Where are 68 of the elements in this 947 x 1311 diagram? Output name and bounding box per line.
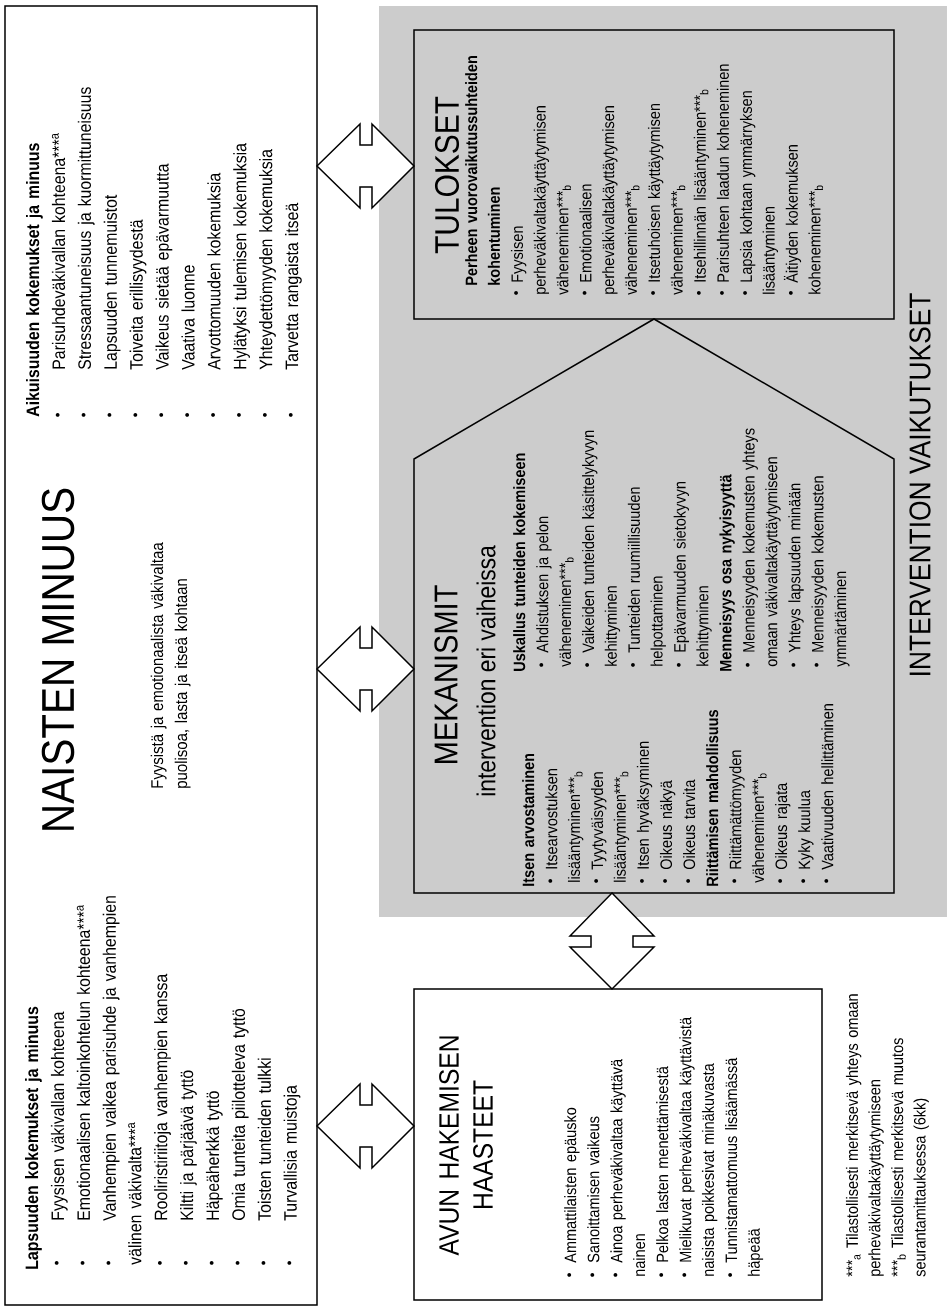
list-item: Oikeus näkyä bbox=[659, 780, 676, 883]
list-item: Ainoa perheväkivaltaa käyttävä nainen bbox=[610, 1058, 646, 1277]
box-title: NAISTEN MINUUS bbox=[41, 488, 75, 830]
list-item: Riittämättömyyden väheneminen***$_{b}$ bbox=[729, 750, 767, 883]
box-title: AVUN HAKEMISEN HAASTEET bbox=[439, 1036, 493, 1256]
list-item: Oikeus rajata bbox=[775, 782, 791, 883]
list-item: Itsetuhoisen käyttäytymisen väheneminen***$_{b}$ bbox=[647, 103, 686, 295]
list-item: Äitiyden kokemuksen koheneminen***$_{b}$ bbox=[783, 145, 824, 295]
list-heading: Uskallus tunteiden kokemiseen bbox=[513, 453, 526, 671]
result-box bbox=[413, 29, 895, 320]
list-item: Ahdistuksen ja pelon väheneminen***$_{b}$ bbox=[536, 516, 574, 667]
list-item: Vaikeus sietää epävarmuutta bbox=[155, 163, 173, 417]
list-item: Toisten tunteiden tulkki bbox=[257, 1058, 271, 1265]
list-item: Menneisyyden kokemusten ymmärtäminen bbox=[811, 476, 850, 667]
list-item: Emotionaalisen kaltoinkohtelun kohteena***$^{a}$ bbox=[76, 905, 90, 1265]
list-item: Kiltti ja pärjäävä tyttö bbox=[180, 1070, 197, 1265]
list-heading: Lapsuuden kokemukset ja minuus bbox=[25, 1006, 42, 1269]
list-item: Turvallisia muistoja bbox=[283, 1085, 301, 1265]
list-item: Omia tunteita piilotteleva tyttö bbox=[231, 1008, 249, 1265]
list-item: Häpeäherkkä tyttö bbox=[205, 1091, 223, 1265]
list-item: Tunnistamattomuus lisäämässä häpeää bbox=[725, 1057, 764, 1277]
footnote: ***$_{a}$ Tilastollisesti merkitsevä yhteys omaan perheväkivaltakäyttäytymiseen bbox=[845, 994, 884, 1277]
list-item: Mielikuvat perheväkivaltaa käyttävistä naisista poikkesivat minäkuvasta bbox=[679, 1017, 718, 1277]
box-subtitle: intervention eri vaiheissa bbox=[476, 545, 496, 796]
background-band bbox=[379, 6, 947, 917]
list-heading: Riittämisen mahdollisuus bbox=[706, 710, 719, 886]
list-item: Fyysisen väkivallan kohteena bbox=[50, 1011, 68, 1265]
list-item: Itsehillinnän lisääntyminen***$_{b}$ bbox=[693, 89, 710, 295]
list-item: Epävarmuuden sietokyvyn kehittyminen bbox=[673, 482, 712, 667]
list-heading: Menneisyys osa nykyisyyttä bbox=[719, 474, 735, 671]
list-heading: Aikuisuuden kokemukset ja minuus bbox=[26, 143, 43, 417]
challenge-box bbox=[413, 988, 823, 1301]
list-heading: Itsen arvostaminen bbox=[522, 753, 535, 886]
list-item: Hylätyksi tulemisen kokemuksia bbox=[233, 143, 250, 417]
body-text: Fyysistä ja emotionaalista väkivaltaa puolisoa, lasta ja itseä kohtaan bbox=[150, 542, 191, 788]
list-item: Parisuhdeväkivallan kohteena***$^{a}$ bbox=[51, 133, 66, 417]
footnote: ***$_{b}$ Tilastollisesti merkitsevä muutos seurantamittauksessa (6kk) bbox=[891, 1038, 929, 1277]
list-item: Fyysisen perheväkivaltakäyttäytymisen väheneminen***$_{b}$ bbox=[510, 106, 571, 295]
list-item: Tyytyväisyyden lisääntyminen***$_{b}$ bbox=[591, 771, 630, 883]
list-item: Lapsuuden tunnemuistot bbox=[103, 194, 121, 417]
list-item: Vaativuuden hellittäminen bbox=[821, 704, 834, 883]
pentagon-box bbox=[413, 318, 895, 894]
box-title: TULOKSET bbox=[434, 96, 460, 254]
box-title: MEKANISMIT bbox=[434, 585, 458, 763]
list-item: Yhteys lapsuuden minään bbox=[788, 483, 804, 667]
list-item: Rooliristiriitoja vanhempien kanssa bbox=[154, 973, 171, 1265]
list-item: Tunteiden ruumiillisuuden helpottaminen bbox=[627, 487, 666, 667]
list-item: Toiveita erillisyydestä bbox=[129, 219, 147, 417]
list-heading: Perheen vuorovaikutussuhteiden kohentuminen bbox=[465, 56, 500, 285]
list-item: Stressaantuneisuus ja kuormittuneisuus bbox=[77, 87, 95, 417]
list-item: Tarvetta rangaista itseä bbox=[285, 202, 302, 417]
list-item: Parisuhteen laadun koheneminen bbox=[716, 64, 729, 295]
list-item: Itsen hyväksyminen bbox=[636, 741, 653, 883]
list-item: Sanoittamisen vaikeus bbox=[587, 1116, 600, 1277]
list-item: Emotionaalisen perheväkivaltakäyttäytymisen väheneminen***$_{b}$ bbox=[579, 106, 640, 295]
list-item: Pelkoa lasten menettämisestä bbox=[656, 1066, 669, 1277]
list-item: Arvottomuuden kokemuksia bbox=[207, 172, 221, 417]
panel-box bbox=[4, 5, 318, 1306]
band-title: INTERVENTION VAIKUTUKSET bbox=[909, 293, 931, 675]
list-item: Menneisyyden kokemusten yhteys omaan väkivaltakäyttäytymiseen bbox=[742, 428, 781, 667]
list-item: Vanhempien vaikea parisuhde ja vanhempien välinen väkivalta***$^{a}$ bbox=[102, 896, 142, 1265]
list-item: Oikeus tarvita bbox=[683, 779, 696, 883]
list-item: Kyky kuulua bbox=[798, 790, 814, 883]
list-item: Vaativa luonne bbox=[181, 265, 195, 417]
list-item: Lapsia kohtaan ymmärryksen lisääntyminen bbox=[739, 91, 778, 295]
list-item: Ammattilaisten epäusko bbox=[564, 1107, 580, 1277]
list-item: Itsearvostuksen lisääntyminen***$_{b}$ bbox=[545, 769, 584, 883]
list-item: Yhteydettömyyden kokemuksia bbox=[259, 149, 276, 417]
